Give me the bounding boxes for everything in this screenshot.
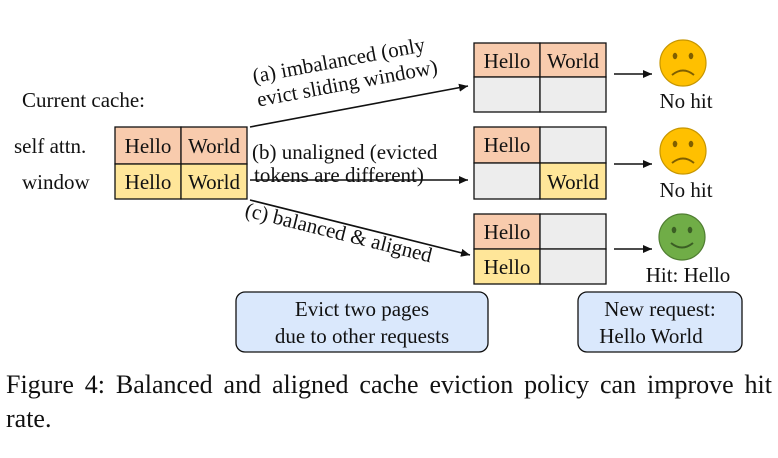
cache-cell bbox=[473, 76, 541, 113]
cache-cell bbox=[180, 126, 248, 165]
cache-cell bbox=[473, 213, 541, 250]
cache-cell-text: Hello bbox=[484, 49, 531, 73]
result-label-c: Hit: Hello bbox=[646, 263, 731, 287]
cache-cell bbox=[539, 213, 607, 250]
sad-face-icon bbox=[659, 127, 707, 175]
evict-note-box: Evict two pages due to other requests bbox=[235, 291, 489, 353]
outcome-grid-b: Hello World bbox=[473, 126, 607, 200]
cache-cell bbox=[473, 126, 541, 164]
cache-cell-text: Hello bbox=[484, 220, 531, 244]
figure-caption: Figure 4: Balanced and aligned cache evi… bbox=[6, 370, 772, 433]
current-cache-label: Current cache: bbox=[22, 88, 145, 112]
cache-eviction-figure: Current cache: self attn. window Hello W… bbox=[14, 32, 743, 353]
cache-cell bbox=[539, 126, 607, 164]
cache-cell-text: World bbox=[547, 170, 599, 194]
cache-cell-text: Hello bbox=[125, 134, 172, 158]
cache-cell bbox=[180, 163, 248, 200]
happy-face-icon bbox=[658, 213, 706, 261]
cache-cell bbox=[539, 162, 607, 200]
cache-cell bbox=[539, 248, 607, 285]
cache-cell-text: World bbox=[188, 170, 240, 194]
result-label-b: No hit bbox=[659, 178, 712, 202]
cache-cell bbox=[114, 163, 182, 200]
cache-cell bbox=[473, 162, 541, 200]
cache-cell-text: World bbox=[188, 134, 240, 158]
current-cache-grid: Hello World Hello World bbox=[114, 126, 248, 200]
cache-cell bbox=[473, 248, 541, 285]
cache-cell bbox=[114, 126, 182, 165]
row-label-window: window bbox=[22, 170, 91, 194]
cache-cell bbox=[539, 76, 607, 113]
outcome-grid-a: Hello World bbox=[473, 42, 607, 113]
row-label-self-attn: self attn. bbox=[14, 134, 86, 158]
new-request-line2: Hello World bbox=[599, 324, 703, 348]
arrow-b-label-line2: tokens are different) bbox=[254, 163, 424, 187]
cache-cell-text: Hello bbox=[484, 255, 531, 279]
arrow-c bbox=[249, 199, 471, 257]
sad-face-icon bbox=[659, 39, 707, 87]
evict-note-line2: due to other requests bbox=[275, 324, 449, 348]
new-request-line1: New request: bbox=[604, 297, 715, 321]
result-label-a: No hit bbox=[659, 89, 712, 113]
cache-cell-text: Hello bbox=[125, 170, 172, 194]
cache-cell-text: World bbox=[547, 49, 599, 73]
cache-cell-text: Hello bbox=[484, 133, 531, 157]
arrow-b-label-line1: (b) unaligned (evicted bbox=[252, 140, 438, 164]
arrow-c-label: (c) balanced & aligned bbox=[243, 198, 435, 268]
arrow-a bbox=[249, 83, 469, 128]
evict-note-line1: Evict two pages bbox=[295, 297, 429, 321]
outcome-grid-c: Hello Hello bbox=[473, 213, 607, 285]
new-request-box: New request: Hello World bbox=[577, 291, 743, 353]
